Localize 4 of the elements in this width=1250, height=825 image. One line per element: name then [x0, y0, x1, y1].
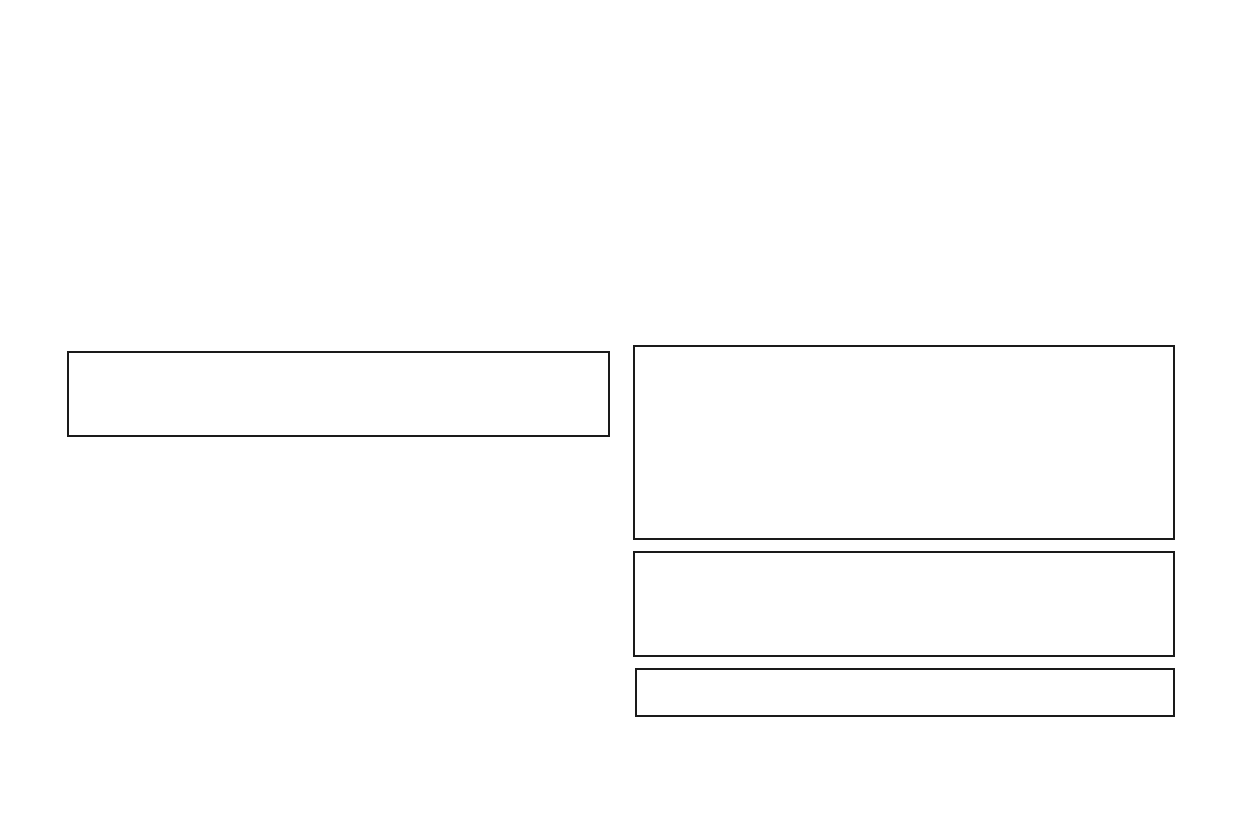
empty-box — [67, 351, 610, 437]
empty-box — [633, 345, 1175, 540]
empty-box — [633, 551, 1175, 657]
empty-box — [635, 668, 1175, 717]
